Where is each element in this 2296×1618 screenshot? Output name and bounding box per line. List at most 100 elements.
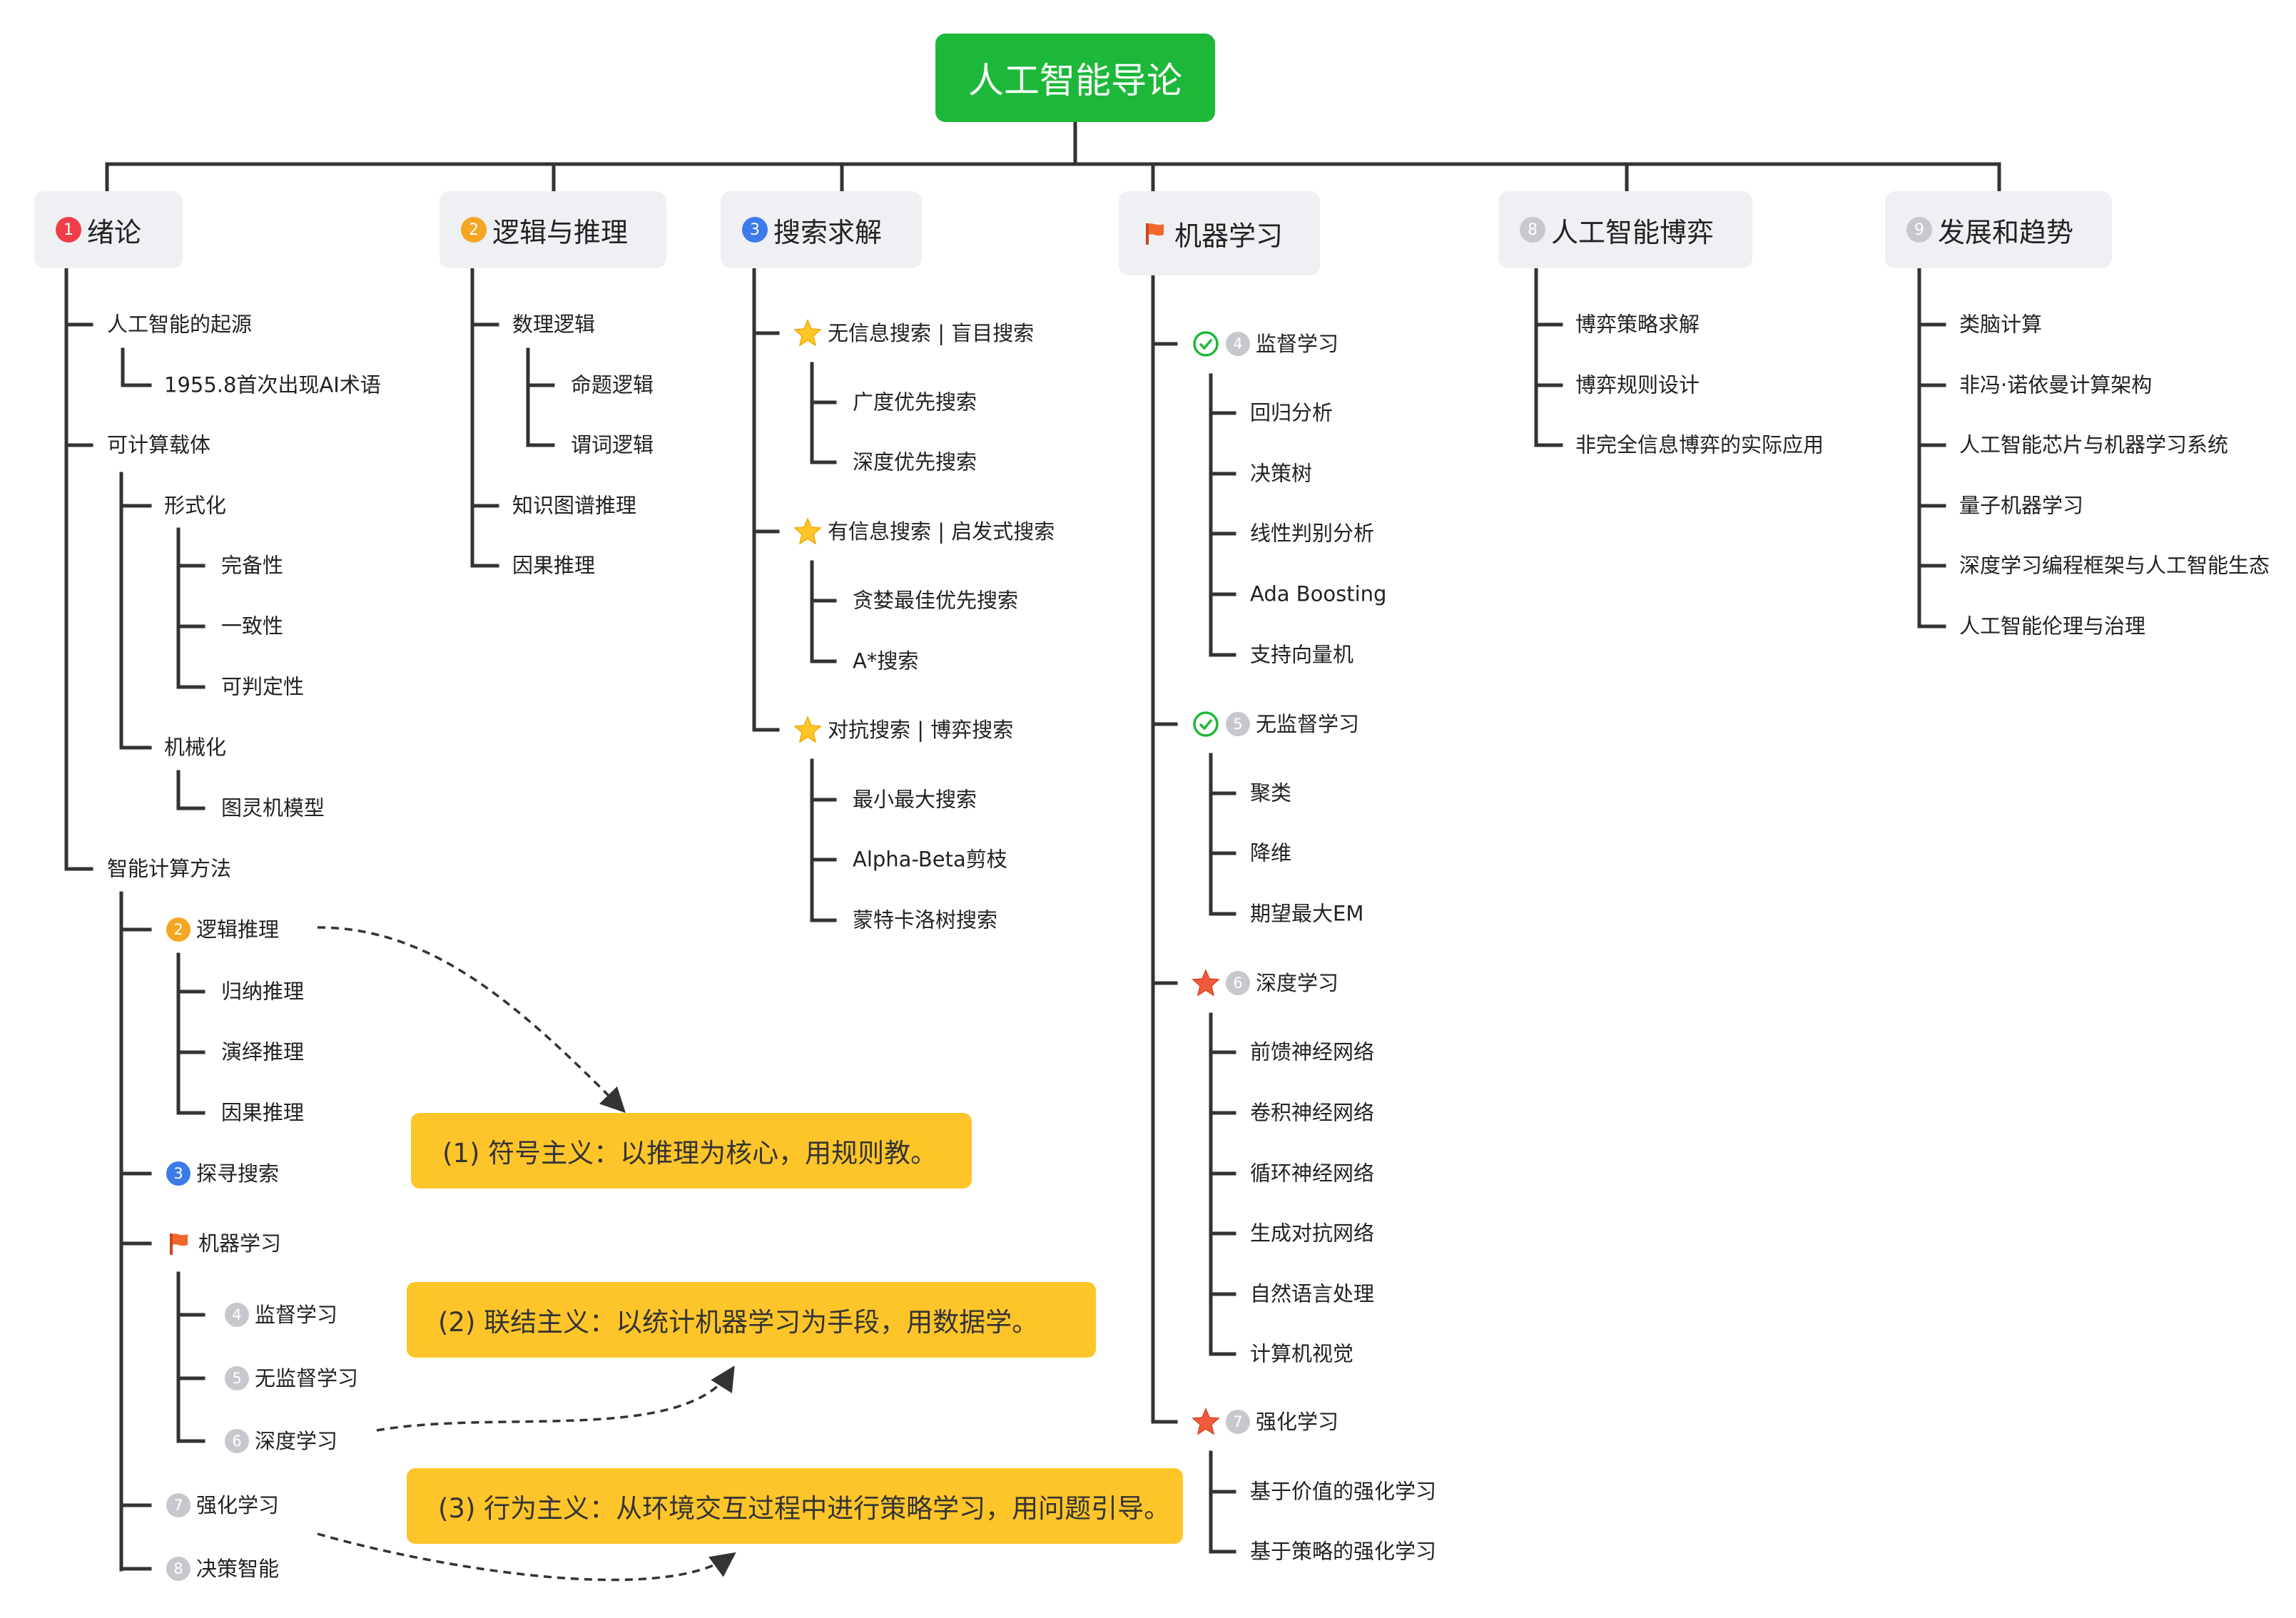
node-uninformed-search[interactable]: 无信息搜索 | 盲目搜索: [793, 319, 1034, 347]
node-imperfect-info[interactable]: 非完全信息博弈的实际应用: [1575, 432, 1824, 457]
node-astar[interactable]: A*搜索: [853, 648, 919, 673]
number-9-icon: 9: [1906, 217, 1932, 243]
node-cv[interactable]: 计算机视觉: [1250, 1341, 1354, 1366]
number-7-icon: 7: [1226, 1410, 1250, 1434]
node-minimax[interactable]: 最小最大搜索: [853, 787, 977, 812]
node-quantum-ml[interactable]: 量子机器学习: [1959, 493, 2084, 518]
branch-label: 机器学习: [1174, 220, 1284, 252]
branch-intro[interactable]: 1 绪论: [34, 191, 183, 268]
node-non-von-neumann[interactable]: 非冯·诺依曼计算架构: [1959, 372, 2153, 397]
node-informed-search[interactable]: 有信息搜索 | 启发式搜索: [793, 517, 1055, 546]
node-pred-logic[interactable]: 谓词逻辑: [571, 432, 654, 457]
node-mechanization[interactable]: 机械化: [164, 735, 227, 760]
node-alpha-beta[interactable]: Alpha-Beta剪枝: [853, 847, 1007, 872]
number-6-icon: 6: [225, 1429, 249, 1453]
node-policy-rl[interactable]: 基于策略的强化学习: [1250, 1539, 1437, 1564]
number-7-icon: 7: [166, 1493, 191, 1517]
number-3-icon: 3: [742, 217, 768, 243]
node-consistency[interactable]: 一致性: [221, 614, 284, 638]
node-ai-ethics[interactable]: 人工智能伦理与治理: [1959, 614, 2146, 638]
node-regression[interactable]: 回归分析: [1250, 400, 1334, 425]
check-circle-icon: [1193, 331, 1219, 357]
node-causal-reasoning[interactable]: 因果推理: [221, 1100, 305, 1125]
node-ai-origin[interactable]: 人工智能的起源: [107, 312, 253, 337]
star-icon: [793, 319, 822, 347]
node-value-rl[interactable]: 基于价值的强化学习: [1250, 1479, 1437, 1504]
node-deduction[interactable]: 演绎推理: [221, 1039, 305, 1064]
note-connectionism[interactable]: (2) 联结主义：以统计机器学习为手段，用数据学。: [407, 1282, 1096, 1358]
node-method-search[interactable]: 3 探寻搜索: [166, 1161, 279, 1186]
node-decidability[interactable]: 可判定性: [221, 674, 305, 699]
node-dim-reduction[interactable]: 降维: [1250, 840, 1292, 865]
branch-label: 逻辑与推理: [492, 216, 629, 248]
branch-search[interactable]: 3 搜索求解: [721, 191, 922, 268]
branch-label: 发展和趋势: [1938, 216, 2074, 248]
node-em[interactable]: 期望最大EM: [1250, 901, 1364, 926]
node-cnn[interactable]: 卷积神经网络: [1250, 1100, 1375, 1125]
node-greedy[interactable]: 贪婪最佳优先搜索: [853, 588, 1019, 613]
note-symbolism[interactable]: (1) 符号主义：以推理为核心，用规则教。: [411, 1113, 972, 1189]
branch-logic-reasoning[interactable]: 2 逻辑与推理: [440, 191, 666, 268]
node-formalization[interactable]: 形式化: [164, 493, 227, 518]
node-dfs[interactable]: 深度优先搜索: [853, 449, 977, 474]
node-bfs[interactable]: 广度优先搜索: [853, 390, 977, 414]
number-8-icon: 8: [166, 1557, 191, 1581]
node-completeness[interactable]: 完备性: [221, 553, 284, 578]
node-clustering[interactable]: 聚类: [1250, 780, 1292, 805]
node-ml-reinforcement[interactable]: 7 强化学习: [1192, 1408, 1339, 1436]
node-nlp[interactable]: 自然语言处理: [1250, 1281, 1375, 1306]
root-topic[interactable]: 人工智能导论: [935, 34, 1215, 122]
node-ml-unsupervised[interactable]: 5 无监督学习: [1192, 710, 1359, 738]
node-dl-frameworks[interactable]: 深度学习编程框架与人工智能生态: [1959, 553, 2270, 578]
node-turing-machine[interactable]: 图灵机模型: [221, 795, 325, 820]
branch-label: 搜索求解: [773, 216, 883, 248]
node-causal[interactable]: 因果推理: [512, 553, 596, 578]
node-game-rules[interactable]: 博弈规则设计: [1575, 372, 1700, 397]
branch-trends[interactable]: 9 发展和趋势: [1885, 191, 2112, 268]
node-supervised[interactable]: 4 监督学习: [225, 1303, 337, 1327]
node-method-logic[interactable]: 2 逻辑推理: [166, 917, 279, 942]
node-deep-learning[interactable]: 6 深度学习: [225, 1429, 337, 1453]
note-behaviorism[interactable]: (3) 行为主义：从环境交互过程中进行策略学习，用问题引导。: [407, 1468, 1183, 1544]
node-adaboost[interactable]: Ada Boosting: [1250, 581, 1387, 606]
node-decision-tree[interactable]: 决策树: [1250, 461, 1313, 486]
node-ffn[interactable]: 前馈神经网络: [1250, 1039, 1375, 1064]
node-induction[interactable]: 归纳推理: [221, 979, 305, 1004]
node-mcts[interactable]: 蒙特卡洛树搜索: [853, 907, 998, 932]
root-title: 人工智能导论: [968, 60, 1182, 101]
node-game-strategy[interactable]: 博弈策略求解: [1575, 312, 1700, 337]
number-8-icon: 8: [1520, 217, 1545, 243]
number-6-icon: 6: [1226, 971, 1250, 995]
node-gan[interactable]: 生成对抗网络: [1250, 1221, 1375, 1246]
node-method-ml[interactable]: 机器学习: [164, 1229, 281, 1258]
node-1955-term[interactable]: 1955.8首次出现AI术语: [164, 372, 381, 397]
node-computable-carrier[interactable]: 可计算载体: [107, 432, 211, 457]
branch-ai-games[interactable]: 8 人工智能博弈: [1498, 191, 1752, 268]
node-decision-intelligence[interactable]: 8 决策智能: [166, 1557, 279, 1581]
node-ml-deep[interactable]: 6 深度学习: [1192, 969, 1339, 997]
node-reinforcement[interactable]: 7 强化学习: [166, 1493, 279, 1517]
node-rnn[interactable]: 循环神经网络: [1250, 1161, 1375, 1186]
number-5-icon: 5: [1226, 712, 1250, 736]
branch-machine-learning[interactable]: 机器学习: [1119, 191, 1320, 275]
node-math-logic[interactable]: 数理逻辑: [512, 312, 596, 337]
branch-label: 人工智能博弈: [1551, 216, 1715, 248]
node-adversarial-search[interactable]: 对抗搜索 | 博弈搜索: [793, 716, 1013, 744]
node-lda[interactable]: 线性判别分析: [1250, 521, 1375, 546]
number-4-icon: 4: [1226, 332, 1250, 356]
flag-icon: [170, 1233, 188, 1255]
star-icon: [1192, 1408, 1220, 1435]
node-prop-logic[interactable]: 命题逻辑: [571, 372, 654, 397]
check-circle-icon: [1193, 711, 1219, 737]
node-kg-reasoning[interactable]: 知识图谱推理: [512, 493, 637, 518]
node-svm[interactable]: 支持向量机: [1250, 642, 1354, 667]
star-icon: [793, 716, 822, 743]
node-ml-supervised[interactable]: 4 监督学习: [1192, 330, 1339, 358]
node-ai-chips[interactable]: 人工智能芯片与机器学习系统: [1959, 432, 2229, 457]
number-5-icon: 5: [225, 1366, 249, 1390]
node-unsupervised[interactable]: 5 无监督学习: [225, 1366, 358, 1390]
node-intelligent-methods[interactable]: 智能计算方法: [107, 856, 232, 881]
node-brain-computing[interactable]: 类脑计算: [1959, 312, 2043, 337]
